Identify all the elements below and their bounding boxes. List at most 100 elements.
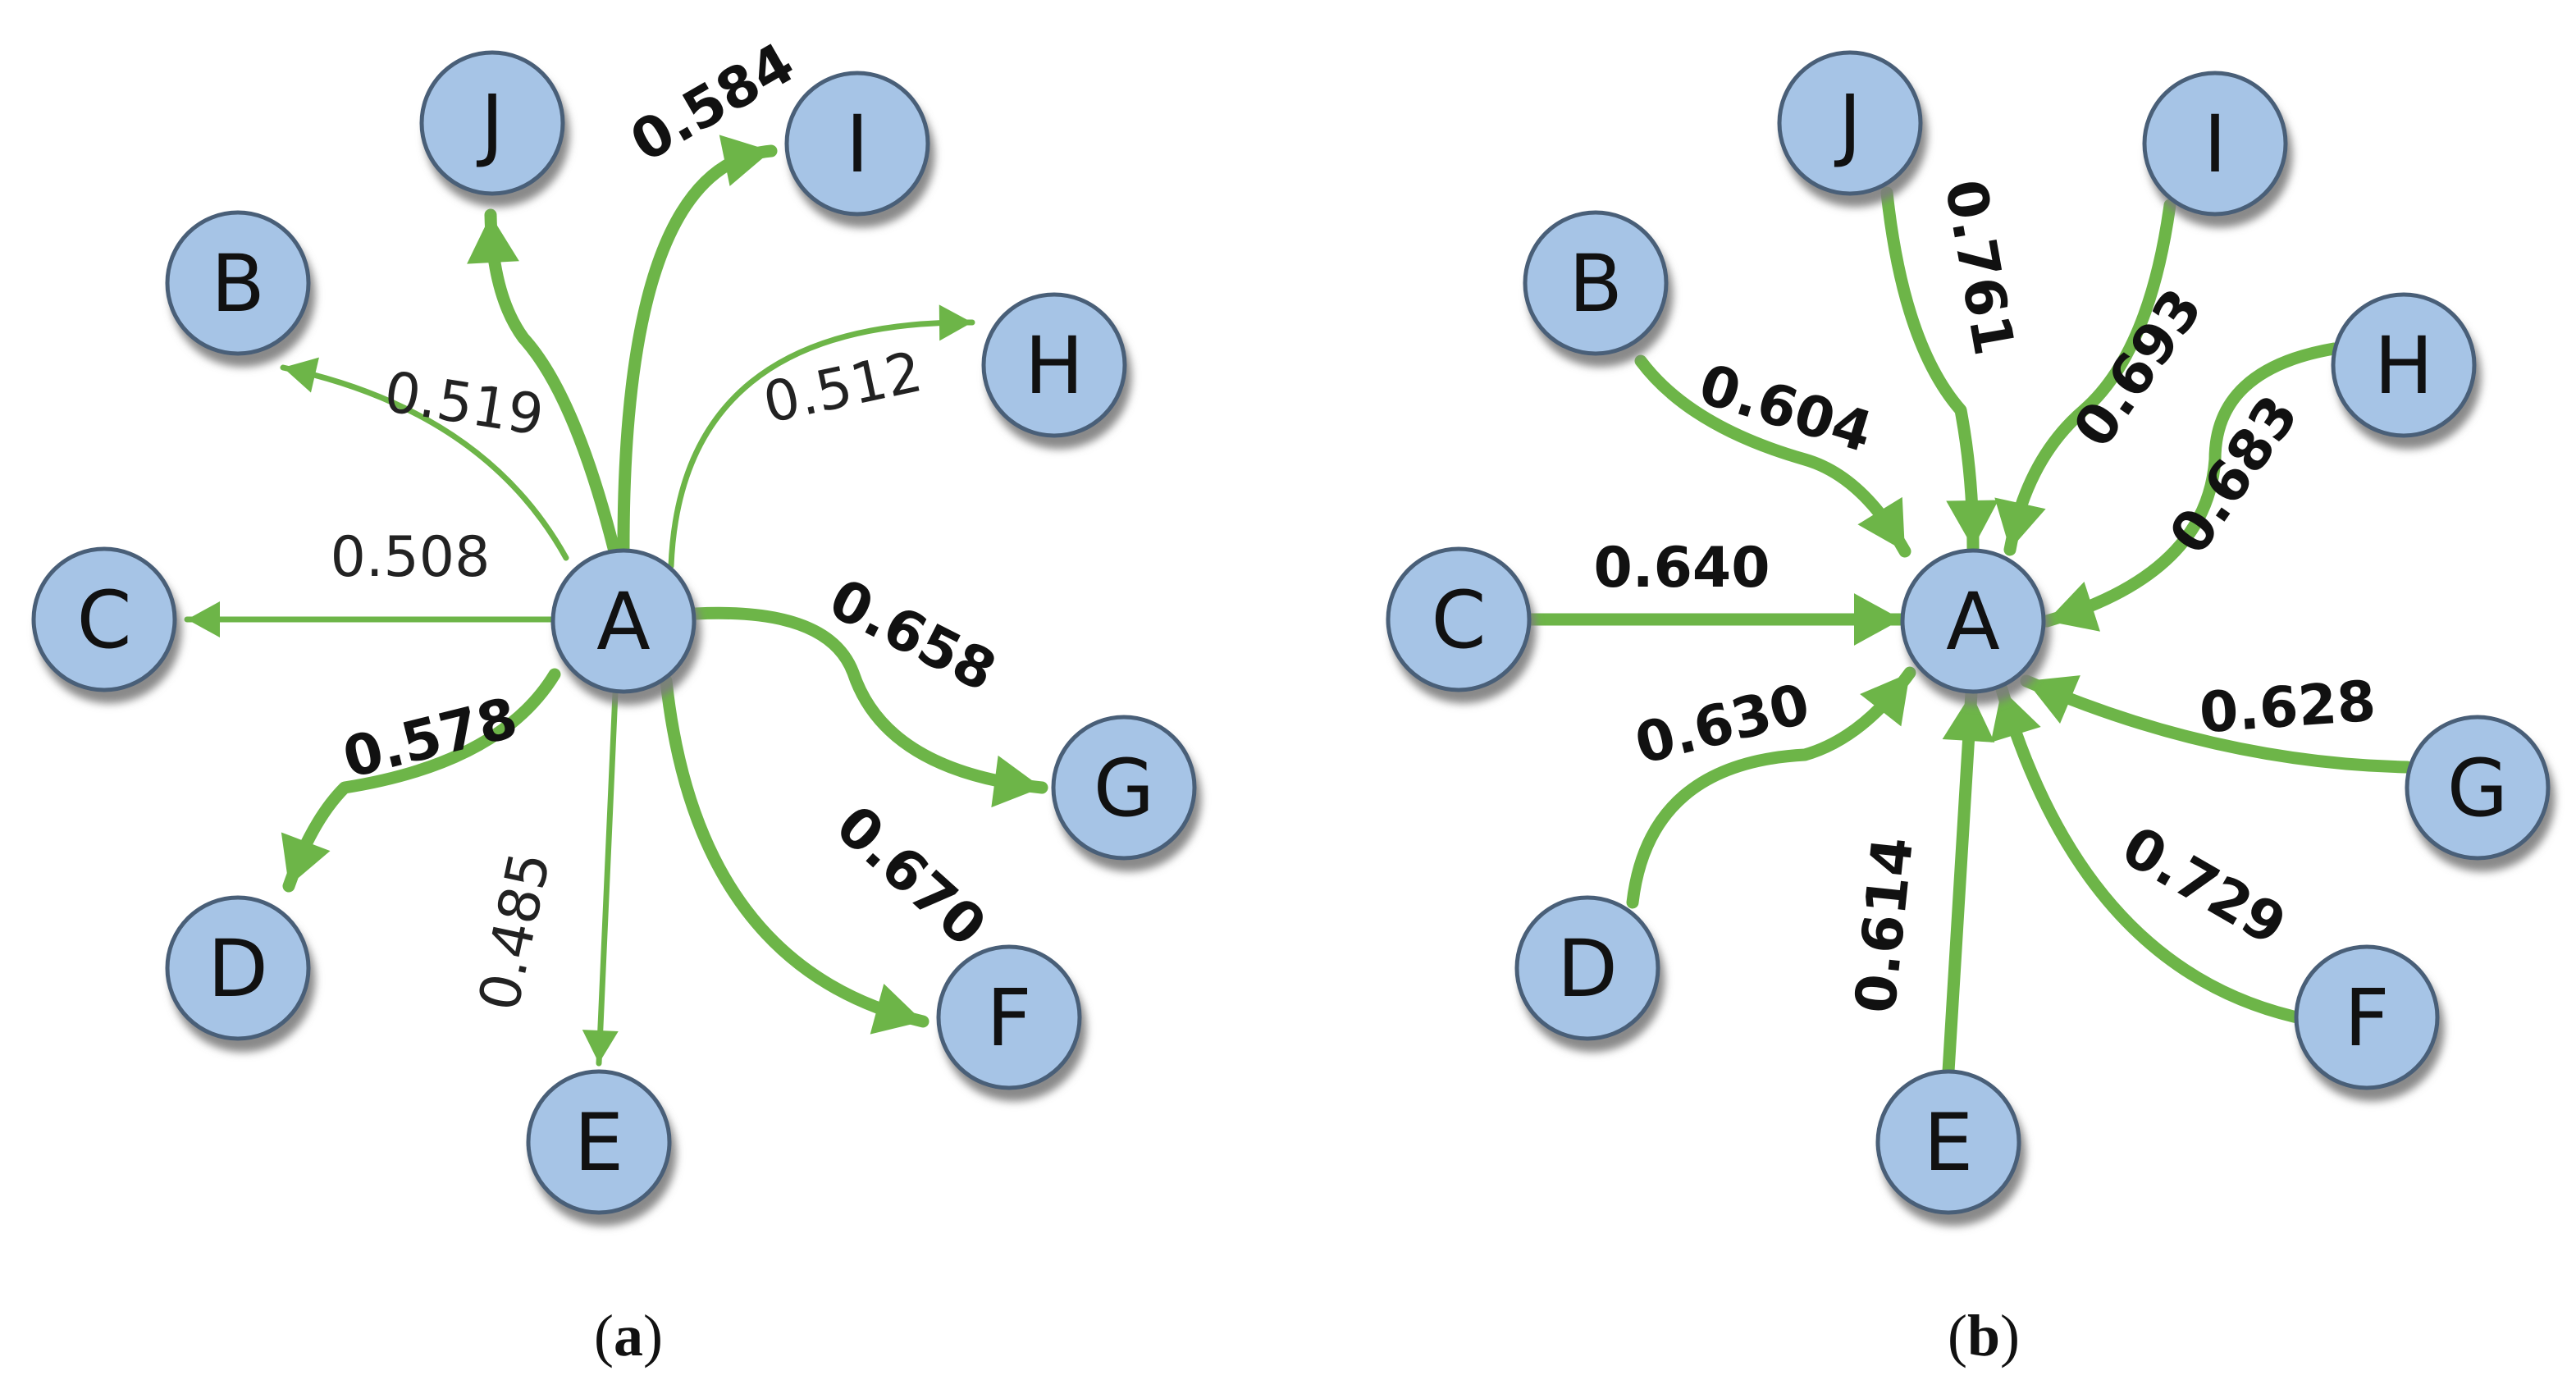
node-g: G <box>2405 715 2551 861</box>
edge-a-g <box>689 606 1048 794</box>
node-circle-f <box>936 944 1082 1090</box>
panel-b-nodes: A B C D E F G H I J <box>1386 50 2551 1215</box>
node-circle-i <box>2142 71 2288 217</box>
node-label-g: G <box>2447 742 2508 834</box>
node-e: E <box>526 1069 672 1215</box>
node-i: I <box>784 71 930 217</box>
node-j: J <box>1777 50 1923 196</box>
panel-a-edges <box>184 135 1048 1067</box>
node-circle-h <box>2331 292 2477 438</box>
node-label-c: C <box>1431 574 1486 666</box>
node-c: C <box>1386 546 1532 692</box>
arrowhead-c <box>1854 593 1902 646</box>
edge-a-b <box>280 364 569 561</box>
node-a: A <box>1900 548 2046 694</box>
edge-a-f <box>660 674 929 1028</box>
edge-a-h <box>2040 342 2341 628</box>
weight-label-e: 0.485 <box>467 847 564 1017</box>
node-circle-d <box>165 895 311 1041</box>
caption-b: (b) <box>1948 1303 2020 1368</box>
node-a: A <box>550 548 697 694</box>
node-label-a: A <box>1946 576 2000 668</box>
arrowhead-h <box>2047 581 2100 632</box>
node-circle-g <box>1051 715 1197 861</box>
weight-label-f: 0.670 <box>824 793 998 960</box>
node-label-j: J <box>1834 78 1861 170</box>
node-label-f: F <box>986 972 1031 1064</box>
node-b: B <box>165 210 311 356</box>
arrowhead-d <box>1860 673 1910 727</box>
node-circle-a <box>1900 548 2046 694</box>
node-circle-b <box>165 210 311 356</box>
node-h: H <box>981 292 1127 438</box>
node-label-g: G <box>1094 742 1154 834</box>
node-label-a: A <box>596 576 651 668</box>
node-f: F <box>936 944 1082 1090</box>
edge-a-d <box>282 668 561 893</box>
node-j: J <box>419 50 565 196</box>
node-label-b: B <box>1569 238 1623 330</box>
weight-label-h: 0.512 <box>758 340 928 436</box>
node-d: D <box>165 895 311 1041</box>
node-d: D <box>1514 895 1660 1041</box>
node-label-h: H <box>1025 320 1084 412</box>
weight-label-i: 0.693 <box>2062 277 2216 459</box>
arrowhead-f <box>1990 689 2041 742</box>
edge-a-g <box>2020 674 2414 774</box>
node-label-e: E <box>1924 1097 1974 1189</box>
edge-a-i <box>617 144 778 555</box>
arrowhead-i <box>1994 497 2046 550</box>
arrowhead-i <box>719 135 771 186</box>
edge-a-e <box>596 690 619 1067</box>
edge-a-d <box>1626 666 1916 909</box>
node-i: I <box>2142 71 2288 217</box>
node-g: G <box>1051 715 1197 861</box>
arrowhead-b <box>283 357 319 393</box>
edge-a-h <box>668 319 975 569</box>
node-label-c: C <box>76 574 131 666</box>
arrowhead-g <box>991 755 1042 808</box>
weight-label-j: 0.761 <box>1932 175 2026 360</box>
arrowhead-b <box>1857 496 1905 551</box>
node-label-h: H <box>2374 320 2433 412</box>
node-circle-j <box>419 50 565 196</box>
node-f: F <box>2294 944 2440 1090</box>
arrowhead-j <box>467 215 519 264</box>
arrowhead-f <box>870 984 923 1035</box>
edge-a-i <box>2003 199 2176 556</box>
edge-a-j <box>1880 186 1980 555</box>
node-circle-c <box>31 546 177 692</box>
arrowhead-j <box>1946 500 1999 548</box>
edge-a-e <box>1942 687 1978 1078</box>
edge-a-j <box>484 208 620 555</box>
arrowhead-g <box>2026 675 2080 724</box>
caption-a: (a) <box>594 1303 663 1368</box>
node-e: E <box>1875 1069 2021 1215</box>
node-circle-d <box>1514 895 1660 1041</box>
arrowhead-e <box>582 1030 619 1063</box>
weight-label-b: 0.519 <box>380 360 548 449</box>
panel-a-nodes: A B C D E F G H I J <box>31 50 1197 1215</box>
panel-b-edges <box>1523 186 2414 1078</box>
node-label-d: D <box>1557 923 1618 1015</box>
node-b: B <box>1523 210 1669 356</box>
node-c: C <box>31 546 177 692</box>
node-circle-g <box>2405 715 2551 861</box>
node-circle-i <box>784 71 930 217</box>
node-label-f: F <box>2344 972 2389 1064</box>
node-circle-j <box>1777 50 1923 196</box>
weight-label-d: 0.578 <box>337 686 524 792</box>
node-circle-a <box>550 548 697 694</box>
node-label-j: J <box>477 78 504 170</box>
arrowhead-e <box>1942 693 1995 742</box>
edge-a-b <box>1634 354 1911 558</box>
arrowhead-h <box>939 304 972 341</box>
node-label-i: I <box>2204 98 2227 190</box>
node-label-e: E <box>574 1097 624 1189</box>
weight-label-g: 0.628 <box>2197 669 2377 747</box>
node-h: H <box>2331 292 2477 438</box>
weight-label-i: 0.584 <box>620 31 806 176</box>
node-circle-e <box>1875 1069 2021 1215</box>
